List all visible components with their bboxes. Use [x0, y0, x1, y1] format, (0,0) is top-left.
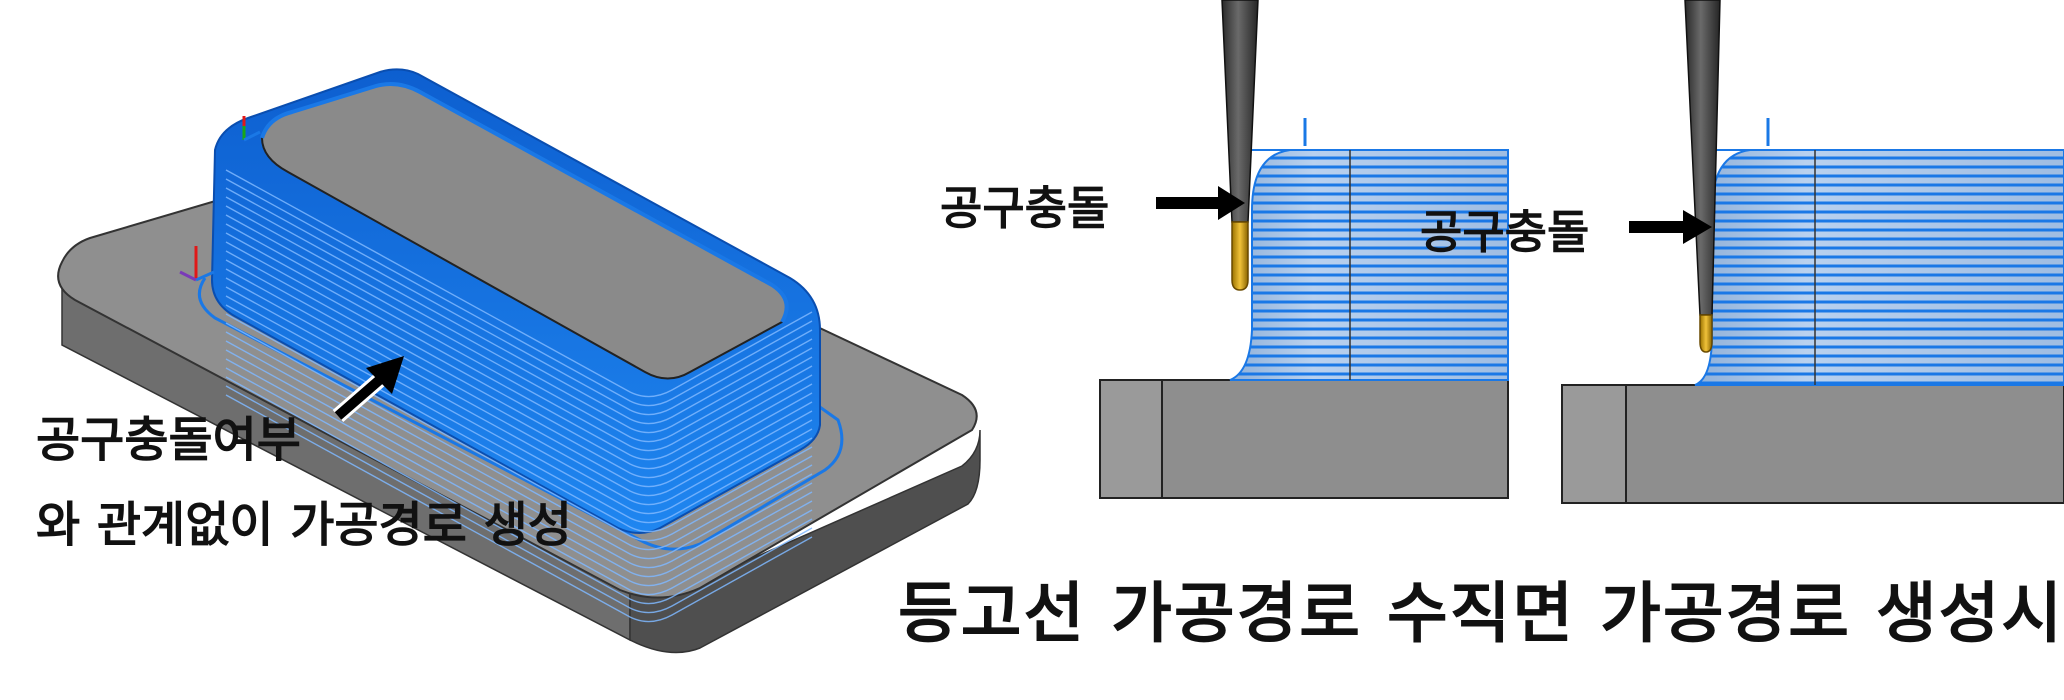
base-block [1099, 379, 1509, 499]
section-view-collision [1099, 0, 1509, 499]
toolpath-line [225, 241, 813, 470]
toolpath-line [225, 349, 813, 578]
toolpath-lines [1695, 156, 2064, 385]
arrow-icon [1627, 210, 1712, 244]
toolpath-line [225, 367, 813, 596]
boss-toolpath-lines [225, 169, 813, 623]
toolpath-line [225, 385, 813, 614]
toolpath-line [225, 250, 813, 479]
tool-tip [1231, 221, 1249, 291]
toolpath-line [225, 286, 813, 515]
toolpath-lines [1230, 156, 1508, 376]
toolpath-line [225, 232, 813, 461]
base-block-end [1561, 384, 1627, 504]
toolpath-line [225, 187, 813, 416]
tool-shank [1221, 0, 1259, 223]
axis-triad-icon [242, 116, 261, 142]
toolpath-line [225, 223, 813, 452]
toolpath-line [225, 205, 813, 434]
left-annotation-line2: 와 관계없이 가공경로 생성 [36, 497, 572, 553]
toolpath-line [225, 268, 813, 497]
section-view-collision [1561, 0, 2064, 504]
tool-tip [1699, 314, 1713, 353]
base-block-end [1099, 379, 1163, 499]
isometric-part [57, 68, 981, 654]
toolpath-line [225, 259, 813, 488]
toolpath-line [225, 358, 813, 587]
right-collision-callout: 공구충돌 [1420, 205, 1590, 259]
toolpath-line [225, 313, 813, 542]
toolpath-line [225, 169, 813, 398]
toolpath-line [225, 322, 813, 551]
middle-collision-callout: 공구충돌 [940, 181, 1110, 235]
axis-triad-icon [179, 246, 215, 282]
arrow-icon [1154, 186, 1245, 220]
toolpath-line [225, 214, 813, 443]
boss-top-fillet [260, 82, 789, 324]
figure-caption: 등고선 가공경로 수직면 가공경로 생성시 [898, 575, 2064, 652]
toolpath-line [225, 376, 813, 605]
toolpath-line [225, 178, 813, 407]
toolpath-line [225, 277, 813, 506]
toolpath-line [225, 394, 813, 623]
base-block [1561, 384, 2064, 504]
left-annotation-line1: 공구충돌여부 [36, 412, 301, 468]
toolpath-line [225, 196, 813, 425]
arrow-icon [332, 356, 404, 423]
toolpath-line [225, 304, 813, 533]
toolpath-line [225, 331, 813, 560]
toolpath-line [225, 340, 813, 569]
toolpath-line [225, 295, 813, 524]
boss-footprint [197, 277, 844, 551]
